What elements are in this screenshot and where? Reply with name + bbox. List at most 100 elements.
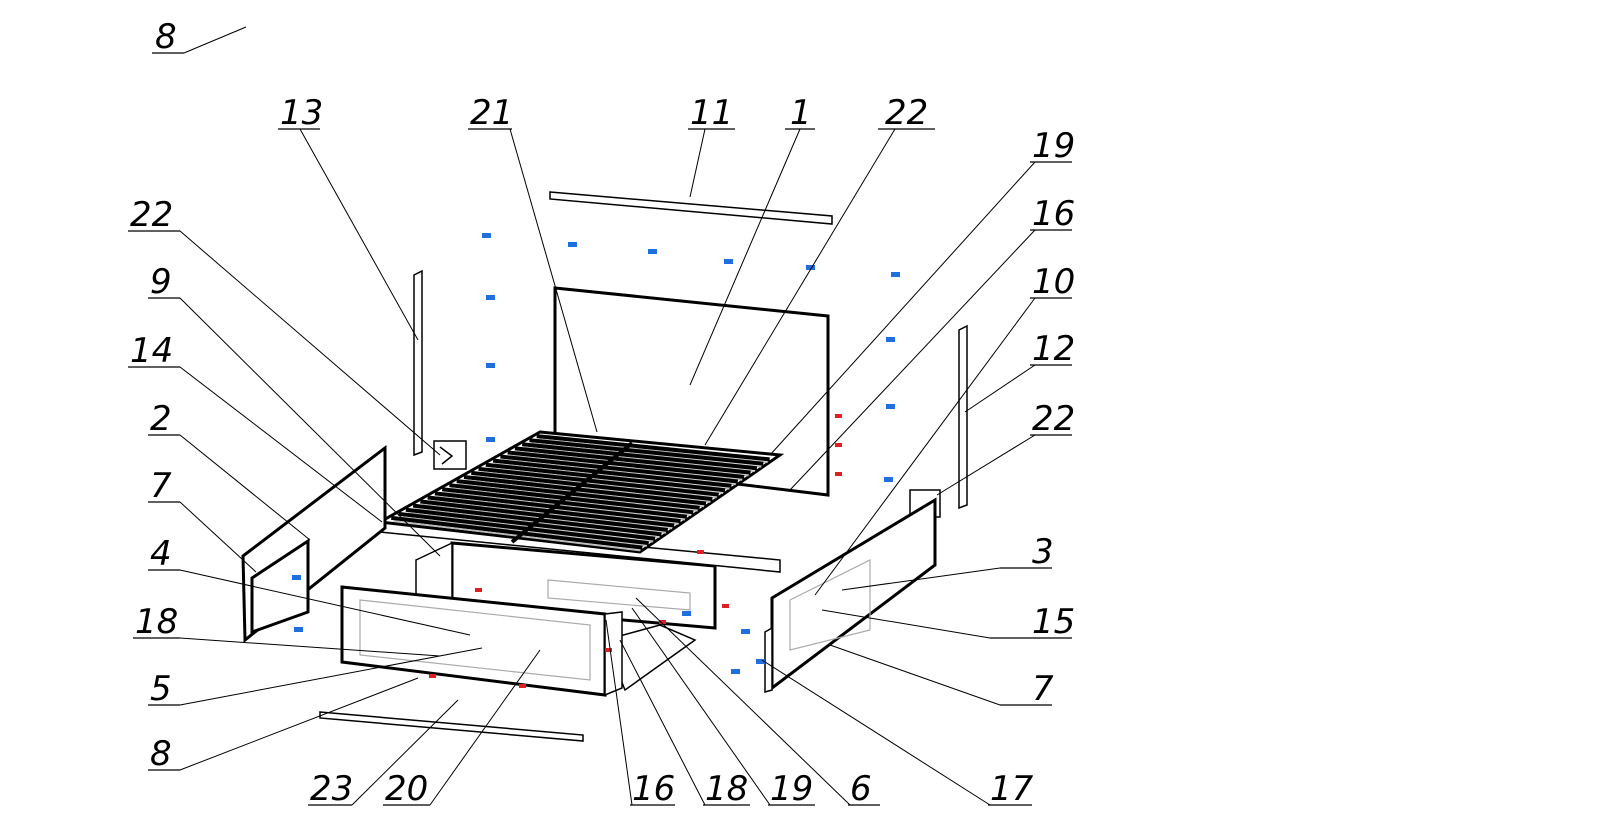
- slat: [529, 438, 764, 466]
- callout-number: 3: [1032, 532, 1054, 572]
- leader-line: [936, 434, 1036, 496]
- leader-line: [179, 569, 471, 636]
- leader-line: [821, 609, 991, 639]
- leader-line: [814, 297, 1036, 596]
- callout-number: 22: [885, 93, 928, 133]
- callout-3: 3: [841, 532, 1054, 591]
- callout-number: 16: [1032, 194, 1075, 234]
- slat: [449, 483, 694, 515]
- leader-line: [509, 128, 598, 433]
- part-slat-frame: [375, 430, 785, 554]
- slat: [485, 462, 726, 493]
- callout-number: 18: [705, 769, 748, 809]
- fasteners: [292, 233, 900, 688]
- fastener-blue: [486, 437, 495, 442]
- leader-line: [179, 677, 419, 771]
- part-front-panel-20: [340, 585, 623, 697]
- fastener-blue: [486, 295, 495, 300]
- fastener-blue: [648, 249, 657, 254]
- leader-line: [179, 434, 311, 541]
- callout-number: 4: [150, 534, 172, 574]
- slat: [478, 466, 719, 497]
- callout-21: 21: [468, 93, 598, 433]
- leader-line: [789, 229, 1036, 491]
- callout-20: 20: [383, 649, 541, 809]
- fastener-blue: [731, 669, 740, 674]
- leader-line: [689, 128, 801, 386]
- fastener-blue: [741, 629, 750, 634]
- leader-line: [689, 128, 706, 198]
- slat: [456, 479, 700, 510]
- callout-18: 18: [133, 602, 441, 657]
- callout-22: 22: [128, 195, 441, 456]
- leader-line: [841, 567, 1001, 591]
- slat: [507, 450, 745, 480]
- leader-line: [631, 607, 771, 806]
- part-side-panel-3: [764, 497, 937, 693]
- callout-number: 15: [1032, 602, 1075, 642]
- slat: [514, 446, 751, 475]
- callout-number: 2: [150, 399, 172, 439]
- callout-number: 5: [150, 669, 172, 709]
- fastener-red: [659, 620, 666, 624]
- leader-line: [429, 649, 541, 806]
- leader-line: [179, 501, 257, 573]
- callout-number: 21: [470, 93, 513, 133]
- part-bracket-22-left: [433, 440, 467, 470]
- callout-number: 9: [150, 262, 172, 302]
- callout-number: 18: [135, 602, 178, 642]
- leader-line: [351, 699, 459, 806]
- fastener-blue: [886, 337, 895, 342]
- leader-line: [179, 637, 441, 657]
- callout-number: 12: [1032, 329, 1075, 369]
- callout-2: 2: [148, 399, 311, 541]
- fastener-red: [605, 648, 612, 652]
- callout-number: 14: [130, 331, 173, 371]
- callout-16: 16: [605, 619, 675, 809]
- callout-22: 22: [936, 399, 1075, 496]
- callout-number: 10: [1032, 262, 1075, 302]
- callout-number: 23: [310, 769, 353, 809]
- fastener-blue: [724, 259, 733, 264]
- leader-line: [299, 128, 419, 341]
- leader-line: [829, 644, 1001, 706]
- part-post-13: [413, 269, 423, 457]
- callout-16: 16: [789, 194, 1075, 491]
- callout-number: 11: [690, 93, 733, 133]
- fastener-blue: [891, 272, 900, 277]
- callout-18: 18: [619, 639, 750, 809]
- part-rail-11: [549, 191, 833, 225]
- fastener-blue: [806, 265, 815, 270]
- callout-23: 23: [308, 699, 459, 809]
- leader-line: [964, 364, 1036, 413]
- leader-line: [605, 619, 633, 806]
- fastener-red: [697, 550, 704, 554]
- callout-number: 20: [385, 769, 428, 809]
- callout-11: 11: [688, 93, 735, 198]
- callout-19: 19: [769, 126, 1075, 456]
- callout-13: 13: [278, 93, 419, 341]
- callout-17: 17: [761, 659, 1034, 809]
- callout-number: 13: [280, 93, 323, 133]
- fastener-blue: [568, 242, 577, 247]
- leader-line: [179, 647, 483, 706]
- slat: [492, 458, 732, 488]
- callout-7: 7: [829, 644, 1054, 709]
- callout-number: 17: [990, 769, 1034, 809]
- fastener-red: [835, 414, 842, 418]
- callout-number: 19: [1032, 126, 1075, 166]
- fastener-blue: [486, 363, 495, 368]
- callout-6: 6: [635, 597, 880, 809]
- callout-1: 1: [689, 93, 815, 386]
- callout-number: 22: [1032, 399, 1075, 439]
- fastener-blue: [886, 404, 895, 409]
- callout-10: 10: [814, 262, 1075, 596]
- fastener-blue: [292, 575, 301, 580]
- callout-4: 4: [148, 534, 471, 636]
- callout-9: 9: [148, 262, 441, 557]
- slat: [434, 491, 681, 524]
- leader-line: [179, 230, 441, 456]
- leader-line: [761, 659, 991, 806]
- fastener-blue: [482, 233, 491, 238]
